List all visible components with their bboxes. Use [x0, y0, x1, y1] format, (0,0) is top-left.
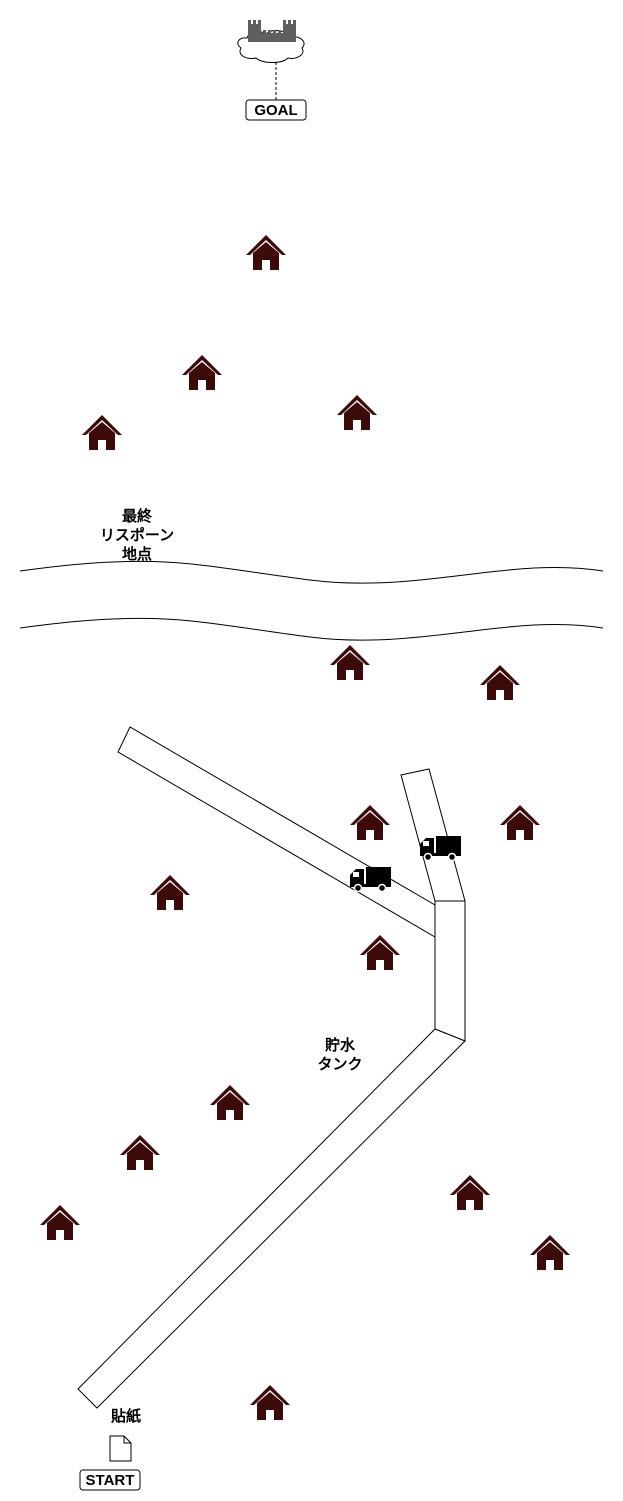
house-icon — [350, 805, 390, 840]
house-icon — [40, 1205, 80, 1240]
house-icon — [150, 875, 190, 910]
road-narrow-branch — [400, 768, 466, 902]
tank-label-line1: 貯水 — [325, 1036, 356, 1054]
start-tag: START — [86, 1472, 135, 1489]
respawn-label-line1: 最終 — [122, 507, 153, 525]
house-icon — [337, 395, 377, 430]
goal-tag-box — [245, 99, 307, 121]
house-icon — [530, 1235, 570, 1270]
house-icon — [182, 355, 222, 390]
house-icon — [480, 665, 520, 700]
castle-cloud-icon — [237, 20, 305, 63]
goal-tag: GOAL — [254, 102, 297, 119]
house-icon — [82, 415, 122, 450]
house-icon — [120, 1135, 160, 1170]
road-vertical — [434, 900, 466, 1042]
sticker-label: 貼紙 — [111, 1407, 141, 1425]
tank-label-line2: タンク — [317, 1056, 362, 1073]
house-icon — [210, 1085, 250, 1120]
start-tag-box — [79, 1469, 141, 1491]
house-icon — [500, 805, 540, 840]
house-icon — [450, 1175, 490, 1210]
respawn-label-line2: リスポーン — [100, 526, 174, 544]
document-icon — [109, 1435, 132, 1462]
respawn-label-line3: 地点 — [122, 545, 152, 563]
road-diagonal-lower — [77, 1028, 466, 1409]
house-icon — [250, 1385, 290, 1420]
river-bottom-bank — [19, 617, 604, 641]
river-top-bank — [19, 560, 604, 584]
house-icon — [360, 935, 400, 970]
house-icon — [246, 235, 286, 270]
house-icon — [330, 645, 370, 680]
